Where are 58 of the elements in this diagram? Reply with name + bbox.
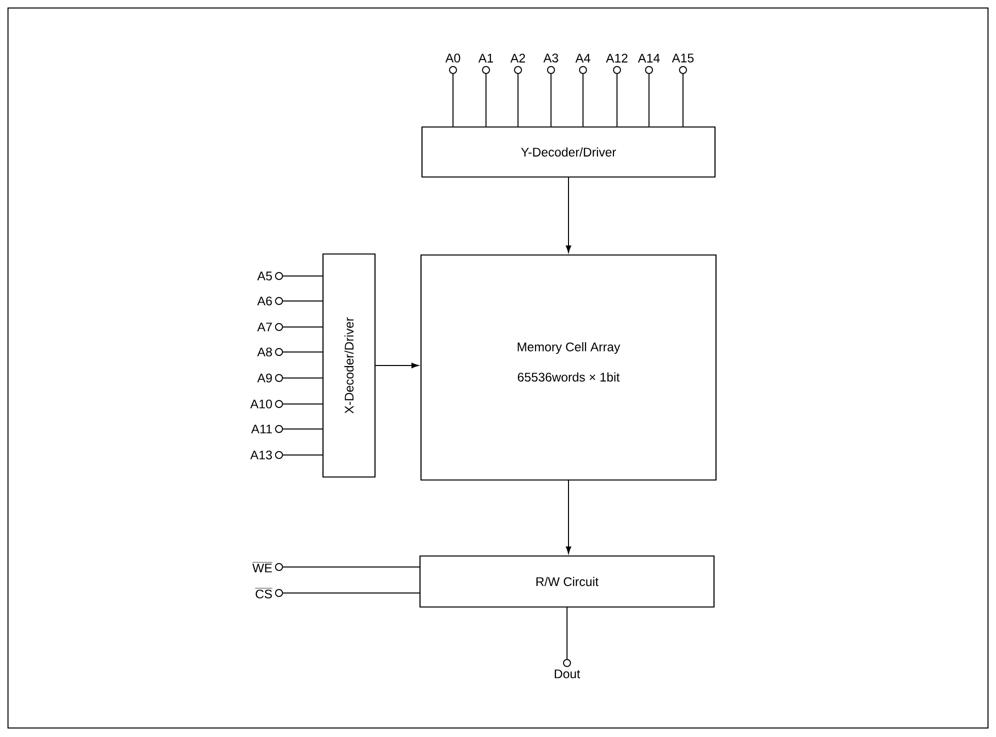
pin-terminal: A4 [575,54,590,74]
arrow [566,480,572,554]
node-label: A13 [250,450,272,460]
signal-line [582,74,584,127]
pin-terminal: A12 [606,54,628,74]
pin-terminal: A8 [257,348,283,356]
signal-line [282,566,420,568]
pin-terminal: WE [252,562,283,572]
node-label: A12 [606,54,628,62]
pin-terminal: A2 [510,54,526,74]
node-label: A7 [257,322,272,332]
node-label: A6 [257,296,272,306]
node-label: A8 [257,348,272,356]
pin-terminal: A6 [257,296,283,306]
node-label: A11 [251,424,272,434]
memory-array-box: Memory Cell Array 65536words × 1bit [420,254,717,481]
pin-terminal: A7 [257,322,283,332]
signal-line [452,74,454,127]
pin-terminal: A9 [257,374,283,382]
pin-terminal: CS [254,588,283,598]
node-label: A10 [250,400,272,408]
signal-line [566,607,568,660]
signal-line [282,326,323,328]
block-box: R/W Circuit [419,555,715,608]
node-label: WE [252,564,272,572]
arrow [375,362,419,368]
node-label: A14 [638,54,660,62]
node-label: A0 [445,54,460,62]
signal-line [550,74,552,127]
pin-terminal: A15 [672,54,694,74]
pin-terminal: A5 [257,272,283,280]
node-label: CS [256,590,272,598]
pin-terminal: A11 [251,424,283,434]
pin-terminal: A10 [250,400,283,408]
pin-terminal: A0 [445,54,460,74]
signal-line [282,454,323,456]
node-label: Dout [554,670,580,678]
signal-line [616,74,618,127]
node-label: A4 [575,54,590,62]
node-label: A2 [510,54,526,62]
signal-line [282,428,323,430]
signal-line [282,300,323,302]
node-label: A1 [478,54,494,62]
signal-line [648,74,650,127]
pin-terminal: A1 [478,54,494,74]
block-box: X-Decoder/Driver [322,253,376,478]
block-box: Y-Decoder/Driver [421,126,716,178]
pin-terminal: A13 [250,450,283,460]
node-label: A5 [257,272,272,280]
node-label: A9 [257,374,272,382]
arrow [566,177,572,253]
pin-terminal: A3 [543,54,558,74]
signal-line [682,74,684,127]
node-label: A15 [672,54,694,62]
pin-terminal: Dout [554,659,580,678]
pin-terminal: A14 [638,54,660,74]
node-label: A3 [543,54,558,62]
signal-line [282,592,420,594]
